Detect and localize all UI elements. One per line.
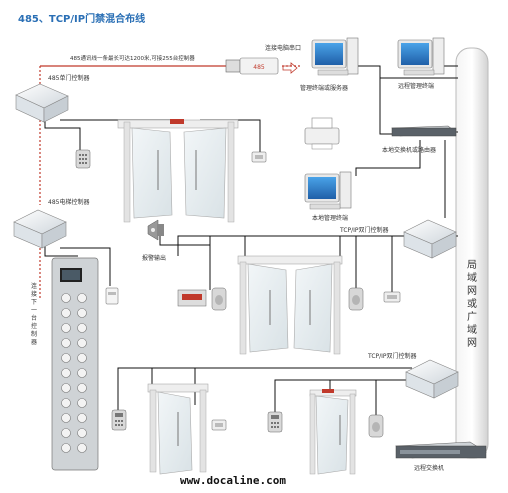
elevator-floor-button: [77, 428, 87, 438]
elevator-wiring-char-7: 器: [31, 339, 37, 346]
lan-wan-char-0: 局: [467, 259, 477, 271]
keypad-icon-2: [111, 409, 127, 431]
elevator-wiring-note: 连 接 下 一 台 控 制 器: [31, 282, 37, 346]
printer-icon: [304, 117, 340, 150]
elevator-floor-button: [61, 323, 71, 333]
management-server-computer: [311, 37, 359, 76]
elevator-floor-button: [61, 398, 71, 408]
lan-wan-char-1: 域: [467, 271, 477, 284]
elevator-floor-button: [61, 383, 71, 393]
remote-switch: [395, 441, 487, 459]
elevator-wiring-char-6: 制: [31, 330, 37, 338]
rs485-note: 485通讯线一条最长可达1200米,可接255台控制器: [70, 54, 195, 62]
elevator-wiring-char-3: 一: [31, 307, 37, 314]
elevator-wiring-char-1: 接: [31, 290, 37, 298]
exit-button-icon-3: [211, 419, 227, 431]
single-door-right: [309, 389, 357, 475]
fingerprint-reader-icon: [211, 287, 227, 311]
tcpip-double-door-controller-1: [403, 219, 457, 259]
elevator-floor-button: [77, 308, 87, 318]
elevator-wiring-char-0: 连: [31, 282, 37, 290]
elevator-floor-button: [61, 368, 71, 378]
remote-management-computer: [397, 37, 445, 76]
magnetic-lock-icon: [177, 289, 207, 307]
lan-wan-char-5: 域: [467, 323, 477, 336]
elevator-floor-button: [61, 428, 71, 438]
elevator-floor-button: [61, 353, 71, 363]
mgmt-server-label: 管理终端或服务器: [300, 84, 348, 92]
elevator-floor-button: [77, 368, 87, 378]
local-terminal-label: 本地管理终端: [312, 214, 348, 222]
diagram-title: 485、TCP/IP门禁混合布线: [18, 12, 145, 25]
lan-wan-char-2: 网: [467, 285, 477, 297]
fingerprint-reader-icon-3: [368, 414, 384, 438]
website-url: www.docaline.com: [180, 474, 286, 487]
elevator-floor-button: [77, 293, 87, 303]
lan-wan-char-6: 网: [467, 337, 477, 349]
converter-label: 485: [253, 64, 265, 71]
elevator-floor-button: [61, 293, 71, 303]
lan-wan-backbone: 局 域 网 或 广 域 网: [455, 47, 489, 459]
local-terminal-computer: [304, 171, 352, 210]
lan-wan-char-3: 或: [467, 298, 477, 310]
rs485-converter: 485: [225, 57, 279, 75]
elevator-floor-button: [61, 338, 71, 348]
lan-wan-char-4: 广: [467, 311, 477, 323]
serial-port-label: 连接电脑串口: [265, 44, 301, 52]
controller-485-single-label: 485单门控制器: [48, 74, 89, 82]
tcp-controller-1-label: TCP/IP双门控制器: [339, 226, 389, 234]
arrow-icon: [282, 62, 298, 74]
keypad-icon: [75, 149, 91, 169]
elevator-wiring-char-2: 下: [31, 299, 37, 306]
glass-double-door-top: [117, 119, 239, 223]
keypad-icon-3: [267, 411, 283, 433]
local-switch-label: 本地交换机或路由器: [382, 146, 436, 154]
exit-button-icon: [251, 151, 267, 163]
elevator-floor-button: [77, 398, 87, 408]
remote-switch-label: 远程交换机: [414, 464, 444, 472]
card-reader-icon: [105, 287, 119, 305]
elevator-floor-button: [77, 413, 87, 423]
alarm-siren-icon: [147, 219, 164, 241]
single-door-left: [147, 383, 209, 475]
tcp-controller-2-label: TCP/IP双门控制器: [367, 352, 417, 360]
local-switch-router: [391, 125, 457, 137]
fingerprint-reader-icon-2: [348, 287, 364, 311]
elevator-floor-button: [77, 338, 87, 348]
tcpip-double-door-controller-2: [405, 359, 459, 399]
elevator-floor-button: [61, 443, 71, 453]
double-door-middle: [237, 255, 343, 355]
alarm-output-label: 报警输出: [142, 254, 166, 262]
controller-485-elevator-label: 485电梯控制器: [48, 198, 89, 206]
elevator-floor-button: [61, 308, 71, 318]
rs485-single-door-controller: [15, 83, 69, 123]
rs485-elevator-controller: [13, 209, 67, 249]
elevator-wiring-char-5: 控: [31, 322, 37, 330]
elevator-floor-button: [77, 383, 87, 393]
elevator-floor-button: [61, 413, 71, 423]
elevator-floor-button: [77, 323, 87, 333]
remote-mgmt-label: 远程管理终端: [398, 82, 434, 90]
exit-button-icon-2: [383, 291, 401, 303]
elevator-floor-button: [77, 353, 87, 363]
elevator-floor-button: [77, 443, 87, 453]
elevator-buttons: [61, 293, 87, 453]
elevator-wiring-char-4: 台: [31, 314, 37, 322]
elevator-button-panel: [51, 257, 99, 471]
